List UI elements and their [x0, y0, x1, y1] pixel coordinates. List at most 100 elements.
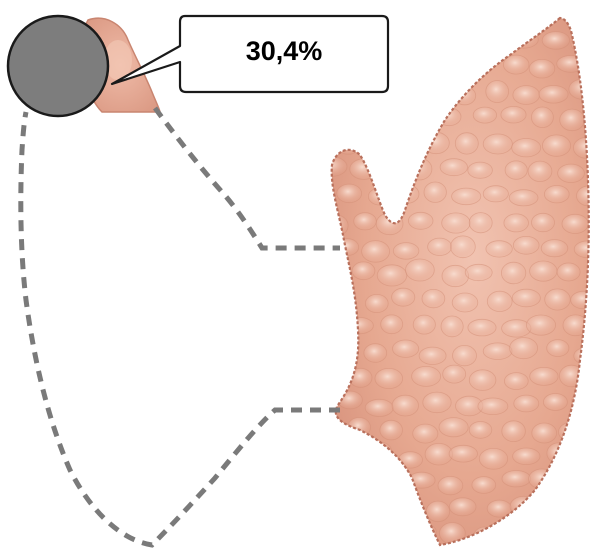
- lobule-texture: [469, 370, 496, 391]
- lobule-texture: [560, 109, 585, 131]
- lobule-texture: [501, 262, 525, 284]
- lobule-texture: [530, 261, 557, 281]
- lobule-texture: [419, 347, 446, 364]
- lobule-texture: [408, 212, 433, 229]
- lobule-texture: [454, 87, 476, 105]
- lobule-texture: [449, 445, 477, 462]
- lobule-texture: [323, 317, 347, 337]
- lobule-texture: [558, 164, 585, 182]
- lobule-texture: [505, 523, 528, 539]
- lobule-texture: [375, 368, 403, 388]
- lobule-texture: [465, 55, 492, 75]
- lobule-texture: [317, 370, 344, 387]
- lobule-texture: [509, 190, 538, 206]
- lobule-texture: [526, 315, 555, 335]
- lobule-texture: [539, 86, 568, 104]
- lobule-texture: [380, 420, 403, 440]
- lobule-texture: [557, 56, 585, 73]
- lobule-texture: [504, 214, 529, 232]
- lobule-texture: [410, 105, 434, 124]
- lobule-texture: [532, 213, 555, 231]
- lobule-texture: [413, 315, 435, 334]
- lobule-texture: [530, 367, 558, 385]
- lobule-texture: [502, 471, 531, 487]
- lobule-texture: [486, 241, 512, 257]
- lobule-texture: [440, 523, 466, 545]
- lobule-texture: [575, 499, 593, 518]
- lobule-texture: [376, 213, 403, 235]
- lobule-texture: [543, 394, 567, 411]
- lobule-texture: [451, 236, 476, 258]
- lobule-texture: [557, 263, 580, 281]
- lobule-texture: [352, 262, 375, 280]
- lobule-texture: [529, 59, 555, 78]
- lobule-texture: [323, 215, 348, 237]
- lobule-texture: [437, 108, 461, 126]
- lobule-texture: [469, 213, 492, 233]
- lobule-texture: [513, 448, 540, 465]
- lobule-texture: [412, 366, 441, 386]
- lobule-texture: [547, 443, 570, 464]
- lobule-texture: [565, 527, 588, 545]
- lobule-texture: [393, 133, 415, 153]
- lobule-texture: [541, 240, 568, 257]
- lobule-texture: [545, 289, 571, 310]
- lobule-texture: [330, 289, 356, 308]
- lobule-texture: [455, 28, 481, 47]
- lobule-texture: [332, 497, 360, 518]
- lobule-texture: [395, 29, 419, 50]
- lobule-texture: [442, 213, 470, 233]
- lobule-texture: [413, 424, 438, 443]
- thyroid-lobe: [316, 18, 593, 548]
- lobule-texture: [362, 241, 390, 263]
- lobule-texture: [479, 26, 509, 48]
- lobule-texture: [528, 161, 552, 181]
- lobule-texture: [512, 289, 540, 307]
- lobule-texture: [505, 161, 527, 179]
- lobule-texture: [542, 135, 570, 156]
- lobule-texture: [453, 345, 477, 365]
- lobule-texture: [332, 449, 360, 469]
- resected-outline: [21, 108, 340, 545]
- lobule-texture: [487, 291, 512, 311]
- lobule-texture: [368, 499, 391, 519]
- lobule-texture: [392, 288, 415, 306]
- lobule-texture: [378, 112, 407, 129]
- lobule-texture: [514, 395, 539, 412]
- lobule-texture: [422, 289, 445, 307]
- lobule-texture: [316, 266, 342, 282]
- lobule-texture: [423, 392, 451, 413]
- lobule-texture: [486, 81, 509, 103]
- lobule-texture: [469, 422, 492, 439]
- lobule-texture: [473, 527, 495, 548]
- lobule-texture: [473, 107, 496, 123]
- lobule-texture: [479, 448, 507, 469]
- lobule-texture: [381, 315, 403, 334]
- lobule-texture: [571, 35, 593, 52]
- lobule-texture: [365, 294, 388, 312]
- lobule-texture: [441, 316, 463, 337]
- lobule-texture: [406, 259, 435, 281]
- lobule-texture: [362, 139, 385, 155]
- lobule-texture: [452, 293, 478, 312]
- lobule-texture: [398, 452, 422, 468]
- lobule-texture: [478, 398, 508, 415]
- lobule-texture: [438, 476, 463, 494]
- lobule-texture: [382, 524, 411, 543]
- lobule-texture: [532, 521, 558, 539]
- lobule-texture: [532, 423, 557, 443]
- lobule-texture: [442, 265, 469, 286]
- lobule-texture: [513, 236, 539, 254]
- lobule-texture: [406, 158, 432, 180]
- lobule-texture: [547, 340, 569, 357]
- lobule-texture: [468, 162, 493, 178]
- lobule-texture: [571, 291, 593, 308]
- lobule-texture: [510, 496, 537, 516]
- lobule-texture: [393, 243, 419, 260]
- lobule-texture: [437, 56, 463, 73]
- lobule-texture: [531, 107, 553, 128]
- lobule-texture: [349, 106, 372, 122]
- lobule-texture: [472, 477, 496, 494]
- lobule-texture: [439, 418, 468, 437]
- lobule-texture: [317, 470, 342, 491]
